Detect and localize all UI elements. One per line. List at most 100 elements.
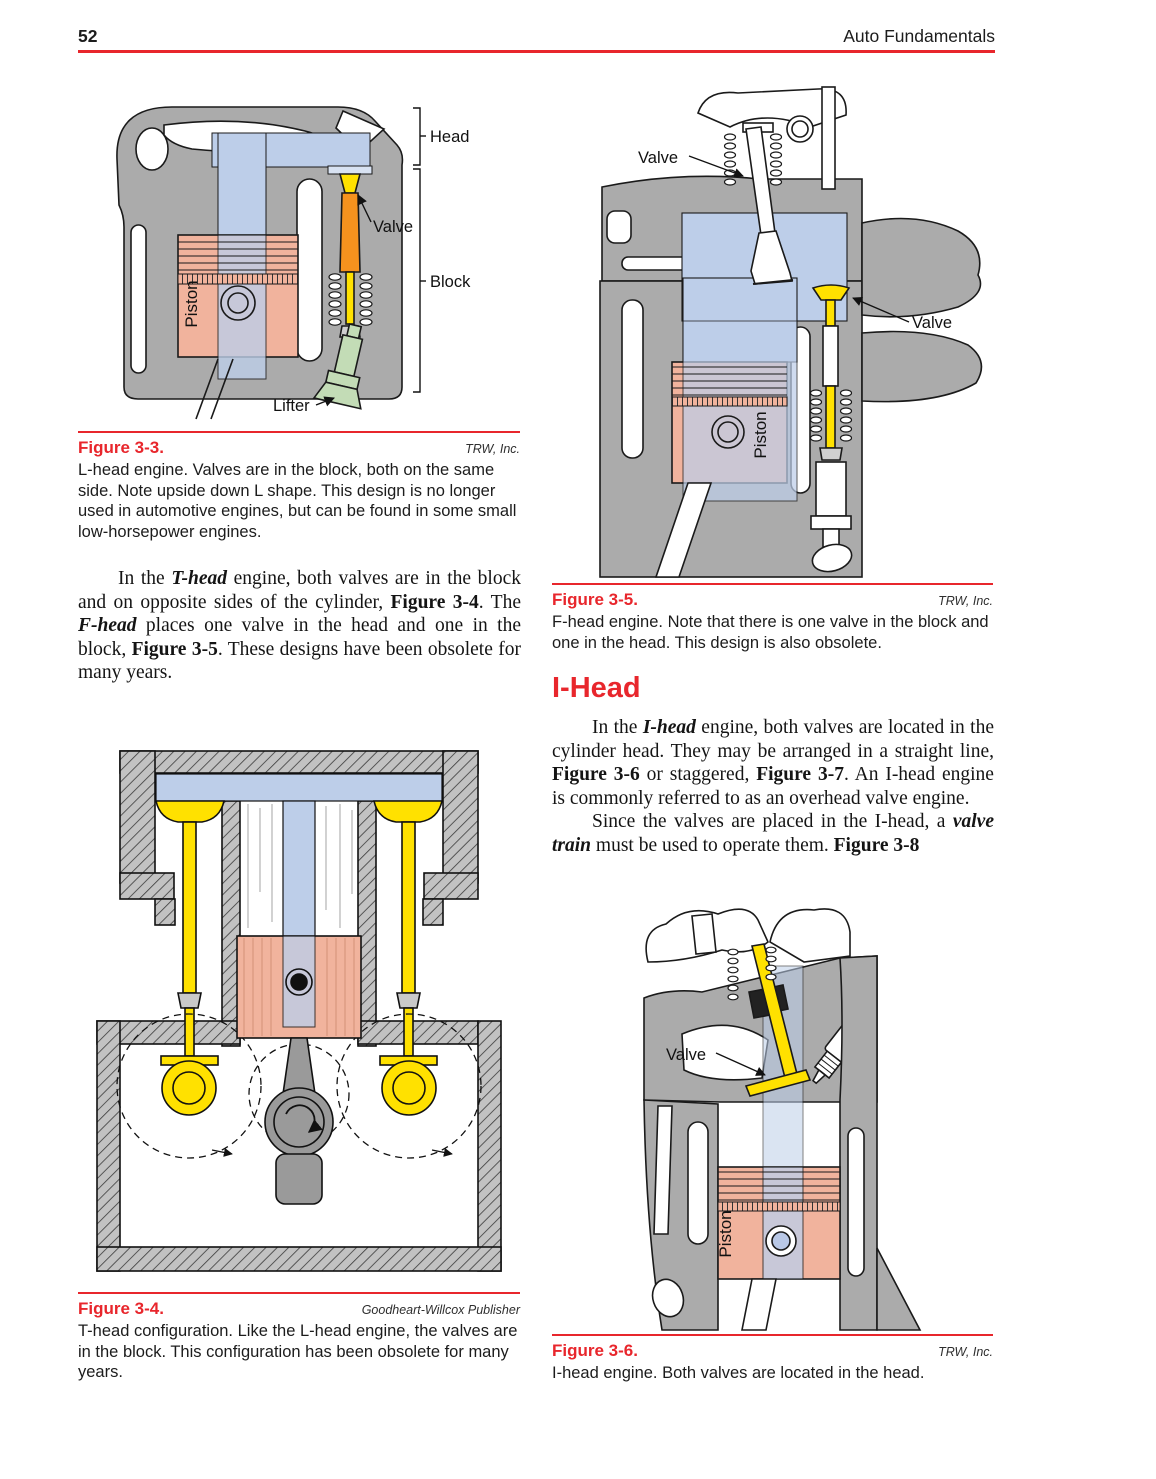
figure-3-4-diagram [92,742,532,1297]
cam-follower-left [160,1055,219,1116]
crankshaft [264,1087,334,1205]
block-bracket [413,168,426,393]
valve-right-label: Valve [912,314,952,332]
cam-path-right [336,1013,482,1159]
block-flare [876,1247,922,1331]
port-ledge-right [423,872,479,900]
valve-label: Valve [373,218,413,236]
caption-rule [552,1334,993,1336]
figure-3-5-diagram: Valve Valve Piston [560,85,993,585]
figure-label: Figure 3-6. [552,1341,638,1360]
lifter-label: Lifter [273,397,310,415]
valve-leader [715,1052,766,1076]
pushrod [653,1105,673,1235]
caption-text: I-head engine. Both valves are located i… [552,1364,925,1382]
figure-3-4-caption: Figure 3-4. Goodheart-Willcox Publisher … [78,1292,520,1383]
body-column-right: In the I-head engine, both valves are lo… [552,716,994,858]
exhaust-runner [861,330,983,403]
caption-text: F-head engine. Note that there is one va… [552,613,989,652]
valve-top-label: Valve [638,149,678,167]
caption-rule [552,583,993,585]
connecting-rod [282,1037,316,1095]
figure-label: Figure 3-4. [78,1299,164,1318]
piston-pin [220,285,256,321]
fhead-engine-drawing: Valve Valve Piston [599,86,983,578]
valve-top-leader [688,155,744,178]
pushrod [821,86,836,190]
wall-slot [130,224,147,374]
figure-credit: TRW, Inc. [465,442,520,456]
caption-rule [78,431,520,433]
running-title: Auto Fundamentals [843,26,995,46]
valve-spring [727,946,777,1001]
block-valve [811,284,851,461]
body-paragraph-2: In the I-head engine, both valves are lo… [552,717,994,809]
cam-follower-right [379,1055,438,1116]
valve [327,165,373,325]
wall-slot [621,299,644,459]
head-label: Head [430,128,469,146]
figure-3-6-caption: Figure 3-6. TRW, Inc. I-head engine. Bot… [552,1334,993,1384]
section-heading-ihead: I-Head [552,672,641,704]
figure-credit: Goodheart-Willcox Publisher [361,1303,520,1317]
lifter [312,323,364,410]
valve-label: Valve [666,1046,706,1064]
piston-label: Piston [182,280,201,327]
connecting-rod [741,1278,777,1331]
connecting-rod-line [210,358,234,420]
caption-rule [78,1292,520,1294]
cam-follower [651,1278,685,1318]
piston-pin [285,968,313,996]
figure-3-3-diagram: Head Block Valve Lifter Piston [100,95,520,435]
valve-left [155,800,225,994]
piston [177,234,299,380]
head-top-wall [119,750,479,774]
intake-runner [861,217,982,318]
body-paragraph-3: Since the valves are placed in the I-hea… [552,811,994,856]
valve-gallery-slot [296,178,323,362]
piston [236,935,362,1039]
figure-label: Figure 3-3. [78,438,164,457]
piston-label: Piston [716,1210,735,1257]
valve-lifter [810,461,853,573]
connecting-rod-line [195,358,219,420]
figure-3-6-diagram: Valve Piston [600,900,995,1341]
block-label: Block [430,273,471,291]
cover-bolt [691,913,717,955]
wall-slot [687,1121,709,1245]
connecting-rod [654,482,713,578]
wall-slot [847,1127,865,1277]
head-bracket [413,107,426,166]
caption-text: L-head engine. Valves are in the block, … [78,461,517,541]
rocker-arm [697,88,847,128]
rocker-area [769,908,851,963]
ihead-engine-drawing: Valve Piston [643,908,922,1331]
thead-engine-drawing [96,750,502,1272]
piston [671,320,798,502]
body-column-left: In the T-head engine, both valves are in… [78,567,521,685]
head-side-wall-right [442,750,479,884]
crankcase-wall-left [96,1020,121,1272]
overhead-valve [742,122,794,285]
figure-credit: TRW, Inc. [938,594,993,608]
page-number: 52 [78,26,98,46]
water-jacket [135,127,169,171]
body-paragraph-1: In the T-head engine, both valves are in… [78,568,521,684]
lifter-leader-line [315,396,335,407]
head-side-wall-left [119,750,156,884]
caption-text: T-head configuration. Like the L-head en… [78,1322,518,1381]
combustion-chamber [211,132,371,238]
valve [744,943,812,1097]
crankcase-wall-right [477,1020,502,1272]
overhead-valve-spring [723,133,783,186]
figure-3-3-caption: Figure 3-3. TRW, Inc. L-head engine. Val… [78,431,520,542]
figure-3-5-caption: Figure 3-5. TRW, Inc. F-head engine. Not… [552,583,993,653]
figure-label: Figure 3-5. [552,590,638,609]
crankcase-flange-right [357,1020,479,1045]
crankcase-floor [96,1246,502,1272]
piston [717,1166,841,1280]
header-rule [78,50,995,53]
lhead-engine-drawing: Head Block Valve Lifter Piston [116,106,471,420]
port-ledge-left [119,872,175,900]
